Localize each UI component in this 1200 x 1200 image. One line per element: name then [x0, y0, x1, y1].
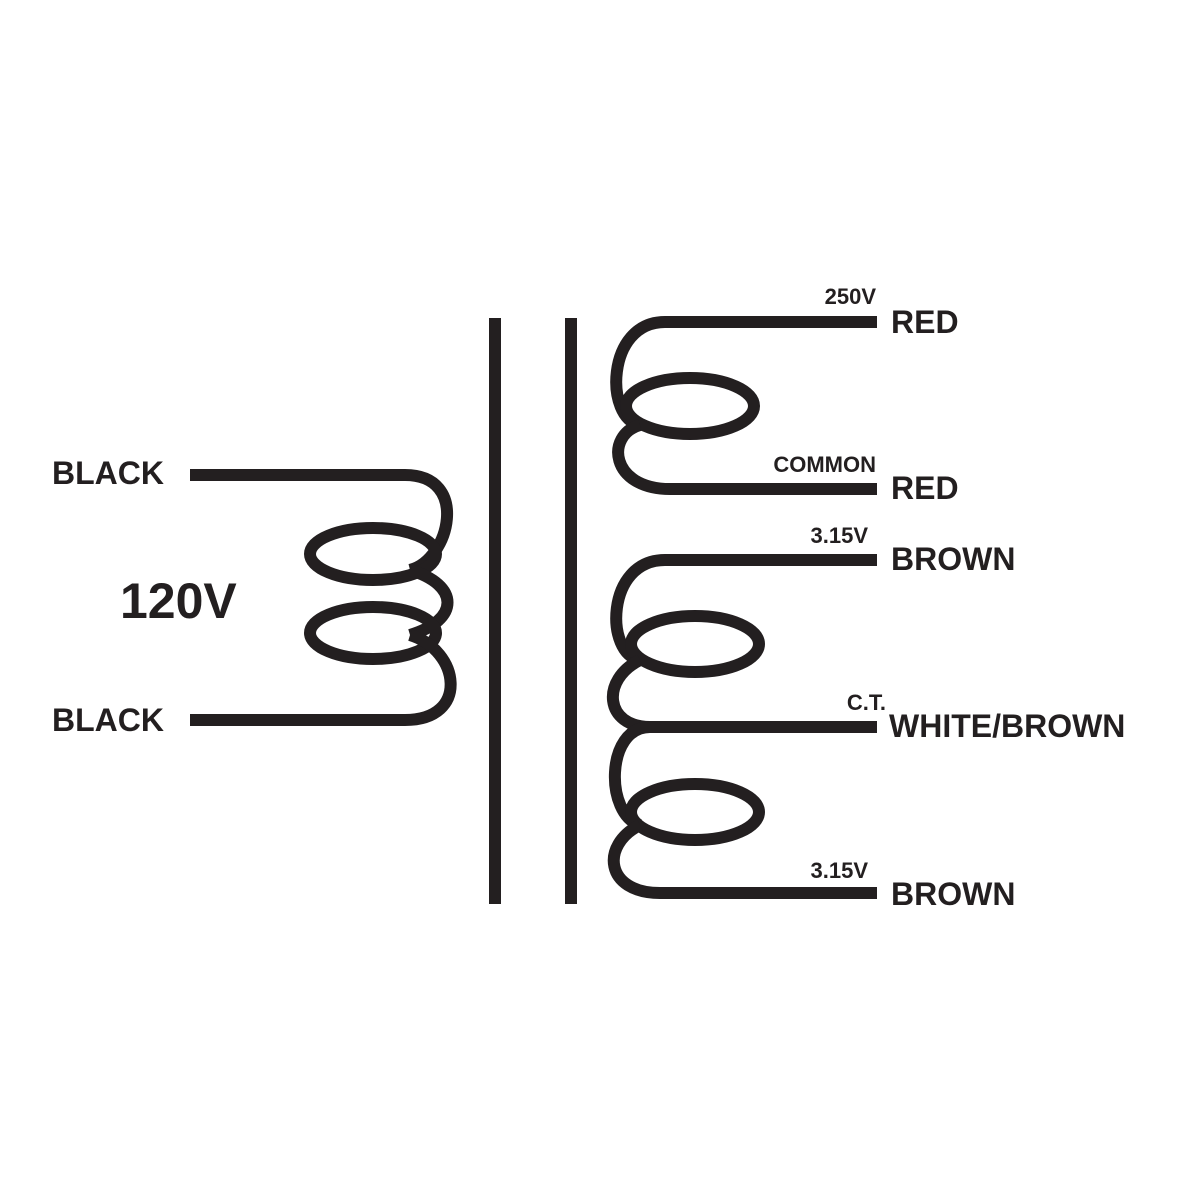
- hv-bottom-lead-label: RED: [891, 470, 959, 506]
- heater-bottom-voltage-label: 3.15V: [811, 858, 869, 883]
- hv-top-lead-wire: [610, 316, 877, 431]
- hv-coil-loop: [620, 372, 760, 440]
- hv-common-label: COMMON: [773, 452, 876, 477]
- heater-center-tap-label: C.T.: [847, 690, 886, 715]
- heater-coil-loop-2: [625, 778, 765, 846]
- heater-bottom-lead-wire: [607, 819, 877, 899]
- heater-coil-loop-1: [625, 610, 765, 678]
- hv-top-lead-label: RED: [891, 304, 959, 340]
- primary-coil-loop-1: [304, 522, 442, 586]
- primary-voltage-label: 120V: [120, 573, 237, 629]
- primary-top-lead-label: BLACK: [52, 455, 164, 491]
- primary-bottom-lead-label: BLACK: [52, 702, 164, 738]
- heater-top-lead-label: BROWN: [891, 541, 1015, 577]
- primary-coil-loop-2: [304, 601, 442, 665]
- primary-winding: [190, 469, 457, 726]
- primary-top-lead-wire: [190, 469, 453, 576]
- heater-center-tap-lead-label: WHITE/BROWN: [889, 708, 1125, 744]
- hv-bottom-lead-wire: [612, 419, 877, 495]
- primary-bottom-lead-wire: [190, 629, 457, 726]
- hv-top-voltage-label: 250V: [825, 284, 877, 309]
- heater-top-voltage-label: 3.15V: [811, 523, 869, 548]
- heater-secondary-winding: [607, 554, 877, 899]
- heater-top-lead-wire: [610, 554, 877, 666]
- heater-bottom-lead-label: BROWN: [891, 876, 1015, 912]
- primary-coil-link: [408, 564, 454, 641]
- hv-secondary-winding: [610, 316, 877, 495]
